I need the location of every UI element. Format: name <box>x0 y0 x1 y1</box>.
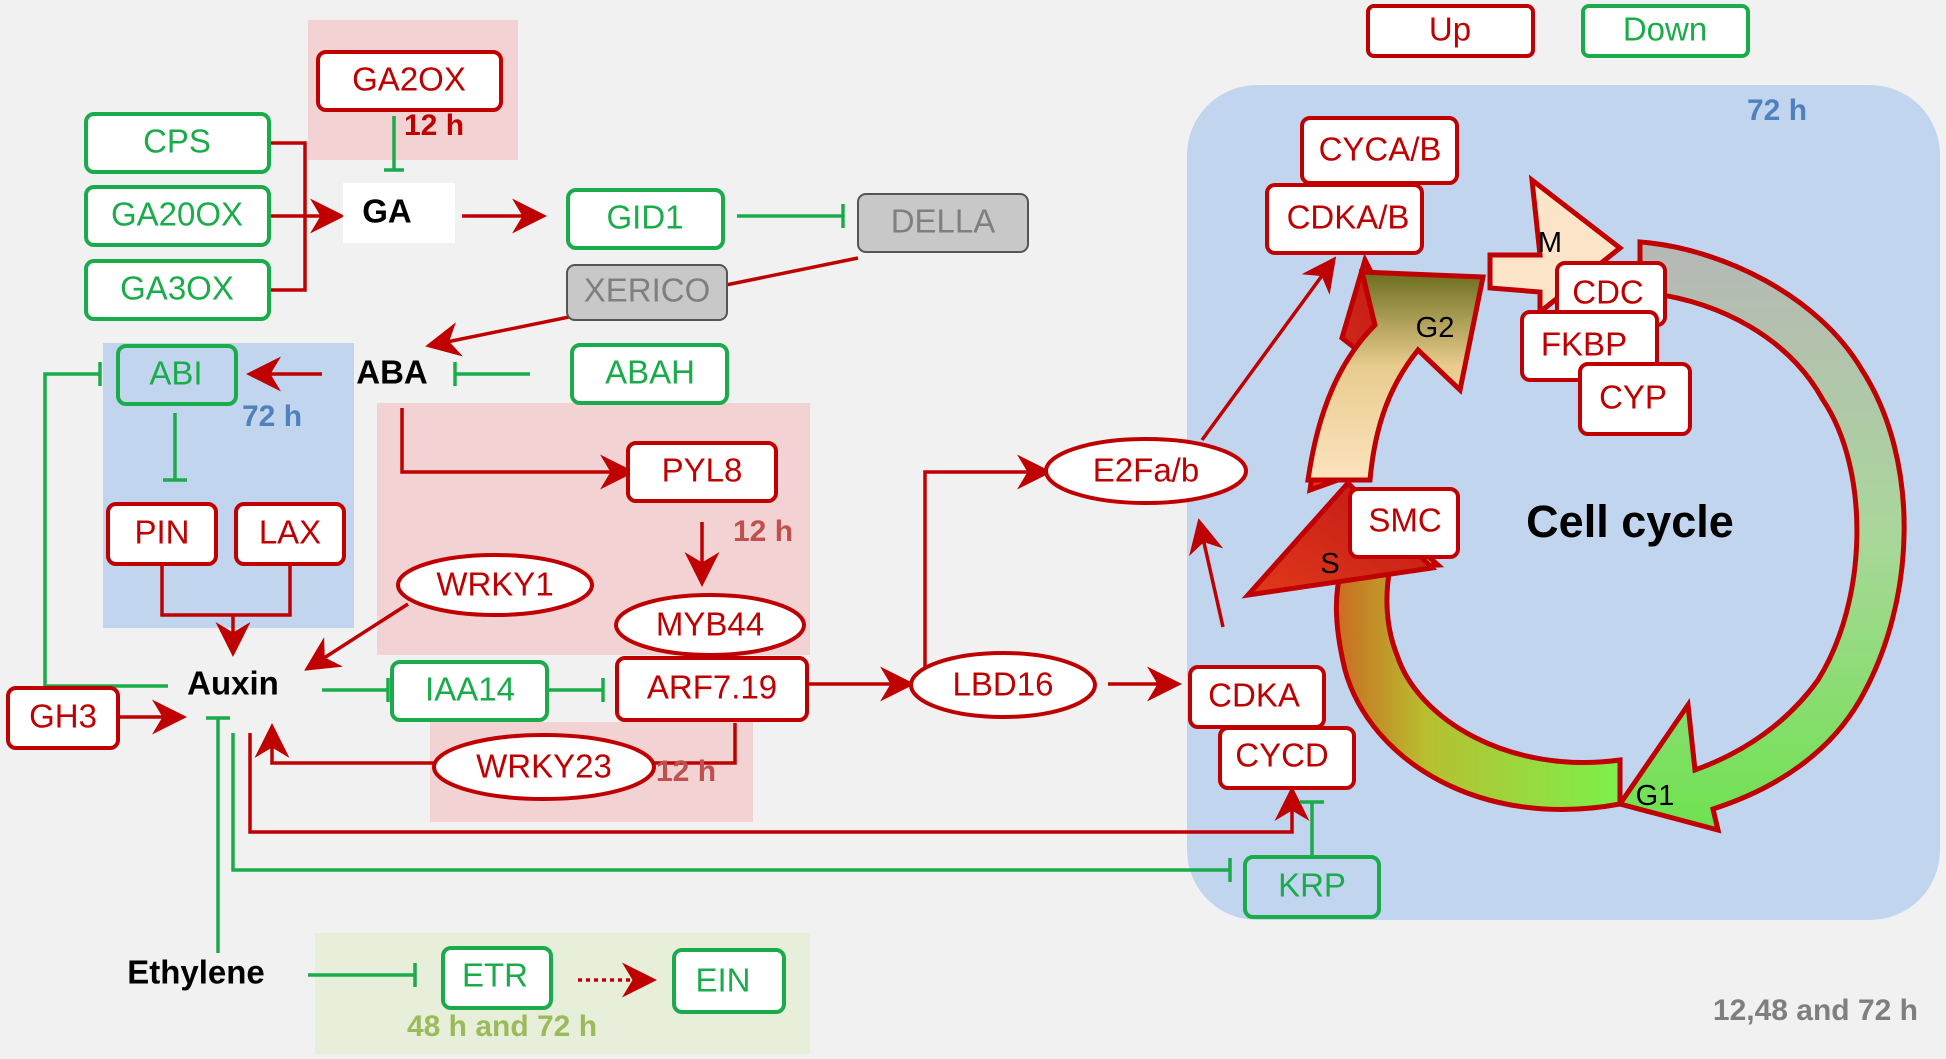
node-arf719: ARF7.19 <box>615 656 809 722</box>
node-ein: EIN <box>672 948 786 1014</box>
auxin-to-cycd-arrow <box>248 733 1310 834</box>
node-cdka: CDKA <box>1188 665 1326 729</box>
phase-g1-label: G1 <box>1636 780 1675 812</box>
node-wrky1: WRKY1 <box>396 553 594 617</box>
cell-cycle-title: Cell cycle <box>1526 496 1734 547</box>
cycd-label: CYCD <box>1235 737 1329 774</box>
cyp-label: CYP <box>1599 379 1667 416</box>
cdka-to-e2f-arrow <box>1189 518 1225 628</box>
wrky23-label: WRKY23 <box>476 748 612 785</box>
xerico-label: XERICO <box>584 272 711 309</box>
node-cdc: CDC <box>1555 261 1667 327</box>
aba-to-pyl8-arrow <box>400 408 635 490</box>
node-ga20ox: GA20OX <box>84 185 271 247</box>
phase-m-label: M <box>1538 227 1562 259</box>
e2f-to-cdkab-arrow <box>1200 256 1337 442</box>
cdc-label: CDC <box>1572 274 1644 311</box>
node-abi: ABI <box>116 344 238 406</box>
arc-g2-band <box>1305 269 1487 483</box>
node-pin: PIN <box>106 502 218 566</box>
cdkab-label: CDKA/B <box>1287 199 1410 236</box>
e2fab-label: E2Fa/b <box>1093 452 1199 489</box>
node-krp: KRP <box>1243 855 1381 919</box>
cellcycle-72h-label: 72 h <box>1747 94 1807 127</box>
auxin-label: Auxin <box>187 665 279 702</box>
node-ga: GA <box>343 183 455 243</box>
abi-label: ABI <box>149 355 202 392</box>
ga-label: GA <box>362 193 412 230</box>
node-ga3ox: GA3OX <box>84 259 271 321</box>
cdka-label: CDKA <box>1208 677 1300 714</box>
cps-label: CPS <box>143 123 211 160</box>
node-cycd: CYCD <box>1218 726 1356 790</box>
smc-label: SMC <box>1368 502 1441 539</box>
pin-label: PIN <box>134 514 189 551</box>
abi-72h-label: 72 h <box>242 400 302 433</box>
node-wrky23: WRKY23 <box>432 733 656 801</box>
node-della: DELLA <box>857 193 1029 253</box>
node-etr: ETR <box>441 946 553 1010</box>
cycab-label: CYCA/B <box>1319 131 1442 168</box>
legend-up-label: Up <box>1429 11 1471 48</box>
node-pyl8: PYL8 <box>626 441 778 503</box>
arc-g2-to-g1 <box>1615 239 1907 834</box>
auxin-krp-line <box>231 733 1230 872</box>
footer-time-label: 12,48 and 72 h <box>1713 994 1918 1027</box>
pin-lax-bracket <box>160 566 292 617</box>
node-xerico: XERICO <box>566 264 728 321</box>
node-abah: ABAH <box>570 343 729 405</box>
lax-label: LAX <box>259 514 321 551</box>
node-lax: LAX <box>234 502 346 566</box>
node-e2fab: E2Fa/b <box>1044 437 1248 505</box>
gh3-label: GH3 <box>29 698 97 735</box>
node-cps: CPS <box>84 112 271 174</box>
ein-label: EIN <box>695 962 750 999</box>
node-smc: SMC <box>1348 487 1460 559</box>
pyl8-label: PYL8 <box>662 452 743 489</box>
node-iaa14: IAA14 <box>390 660 549 722</box>
node-cyp: CYP <box>1578 362 1692 436</box>
gid1-label: GID1 <box>606 199 683 236</box>
ga-12h-label: 12 h <box>404 109 464 142</box>
lbd16-to-e2f-arrow <box>923 454 1052 668</box>
node-gh3: GH3 <box>6 686 120 750</box>
lbd16-label: LBD16 <box>953 666 1054 703</box>
ethylene-label: Ethylene <box>127 954 265 991</box>
node-cycab: CYCA/B <box>1300 116 1459 185</box>
node-gid1: GID1 <box>566 188 725 250</box>
pyl-12h-label: 12 h <box>733 515 793 548</box>
node-lbd16: LBD16 <box>909 651 1097 719</box>
phase-g2-label: G2 <box>1416 312 1455 344</box>
node-ga2ox: GA2OX <box>316 50 503 112</box>
ethylene-window-label: 48 h and 72 h <box>407 1010 597 1043</box>
node-myb44: MYB44 <box>614 593 806 657</box>
etr-label: ETR <box>462 957 528 994</box>
wrky1-to-auxin-arrow <box>304 602 409 671</box>
myb44-label: MYB44 <box>656 606 764 643</box>
legend-down-box <box>1581 4 1750 58</box>
phase-s-label: S <box>1320 548 1339 580</box>
abah-label: ABAH <box>605 354 695 391</box>
aba-label: ABA <box>356 354 428 391</box>
fkbp-label: FKBP <box>1541 326 1627 363</box>
arf719-label: ARF7.19 <box>647 669 777 706</box>
krp-label: KRP <box>1278 867 1346 904</box>
ga2ox-label: GA2OX <box>352 61 466 98</box>
ga20ox-label: GA20OX <box>111 196 243 233</box>
legend-down-label: Down <box>1623 11 1707 48</box>
della-label: DELLA <box>891 203 996 240</box>
wrky1-label: WRKY1 <box>436 566 553 603</box>
node-cdkab: CDKA/B <box>1265 183 1424 255</box>
legend-up-box <box>1366 4 1535 58</box>
iaa14-label: IAA14 <box>425 671 515 708</box>
wrky23-12h-label: 12 h <box>656 755 716 788</box>
ga3ox-label: GA3OX <box>120 270 234 307</box>
